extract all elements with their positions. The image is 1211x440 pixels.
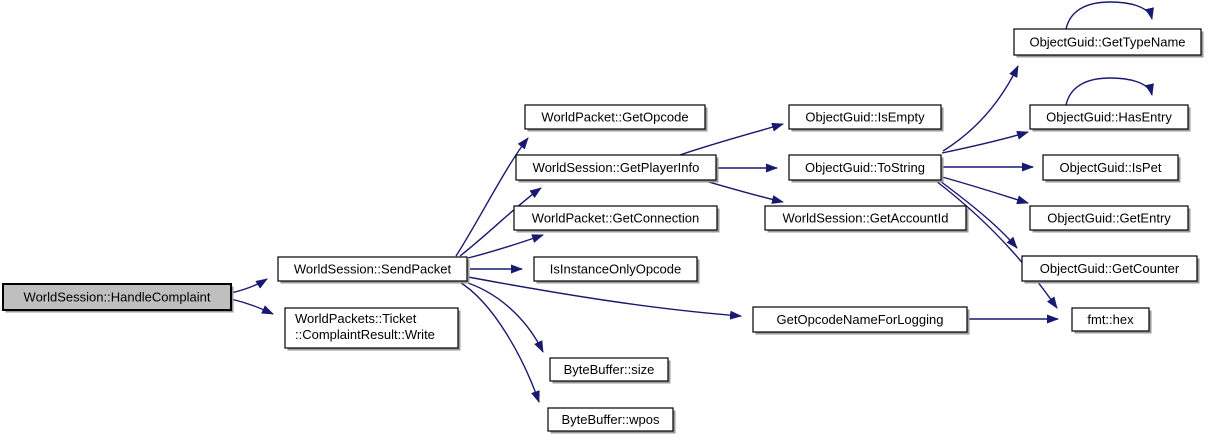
node-label: ByteBuffer::wpos <box>561 412 660 427</box>
node-label: WorldSession::GetPlayerInfo <box>533 160 700 175</box>
edge-getplayerinfo-to-getaccountid <box>701 179 784 204</box>
edge-sendpacket-to-getconnection <box>467 234 544 259</box>
node-label: IsInstanceOnlyOpcode <box>550 262 682 277</box>
edge-sendpacket-to-getopcode <box>455 137 529 257</box>
edge-handlecomplaint-to-complaintresult-write <box>230 298 274 315</box>
edge-sendpacket-to-bytebuffer-wpos <box>457 280 540 403</box>
edges <box>230 1 1154 403</box>
edge-sendpacket-to-getopcodenameforlogging <box>467 276 742 320</box>
node-objectguid-getentry[interactable]: ObjectGuid::GetEntry <box>1029 205 1191 233</box>
edge-sendpacket-to-getplayerinfo <box>459 187 542 257</box>
edge-getplayerinfo-to-isempty <box>679 122 784 156</box>
node-label: ObjectGuid::GetTypeName <box>1029 35 1185 50</box>
node-objectguid-ispet[interactable]: ObjectGuid::IsPet <box>1042 154 1181 183</box>
node-label: WorldPackets::Ticket <box>295 311 417 326</box>
edge-tostring-to-getentry <box>941 176 1029 205</box>
node-bytebuffer-wpos[interactable]: ByteBuffer::wpos <box>547 407 676 434</box>
node-label: ObjectGuid::ToString <box>805 160 925 175</box>
node-label: ObjectGuid::IsEmpty <box>805 110 925 125</box>
node-worldsession-getaccountid[interactable]: WorldSession::GetAccountId <box>764 205 969 233</box>
node-label: ObjectGuid::GetEntry <box>1047 211 1171 226</box>
edge-tostring-to-fmt-hex <box>935 180 1058 309</box>
node-objectguid-isempty[interactable]: ObjectGuid::IsEmpty <box>788 104 944 132</box>
node-objectguid-hasentry[interactable]: ObjectGuid::HasEntry <box>1029 104 1191 132</box>
node-worldsession-getplayerinfo[interactable]: WorldSession::GetPlayerInfo <box>515 154 719 183</box>
node-objectguid-gettypename[interactable]: ObjectGuid::GetTypeName <box>1013 28 1204 58</box>
node-bytebuffer-size[interactable]: ByteBuffer::size <box>549 357 671 384</box>
edge-tostring-to-getcounter <box>939 180 1018 249</box>
edge-tostring-to-hasentry <box>941 130 1029 154</box>
node-objectguid-getcounter[interactable]: ObjectGuid::GetCounter <box>1021 255 1200 284</box>
node-label: WorldPacket::GetOpcode <box>541 110 688 125</box>
node-label: ObjectGuid::GetCounter <box>1040 261 1180 276</box>
edge-handlecomplaint-to-sendpacket <box>230 278 268 294</box>
node-worldsession-handlecomplaint: WorldSession::HandleComplaint <box>2 283 234 313</box>
node-label: WorldSession::HandleComplaint <box>24 290 211 305</box>
edge-sendpacket-to-bytebuffer-size <box>461 280 544 353</box>
node-worldpackets-ticket-complaintresult-write[interactable]: WorldPackets::Ticket ::ComplaintResult::… <box>284 307 461 351</box>
node-fmt-hex[interactable]: fmt::hex <box>1071 307 1152 334</box>
node-worldpacket-getconnection[interactable]: WorldPacket::GetConnection <box>513 205 720 233</box>
node-getopcodenameforlogging[interactable]: GetOpcodeNameForLogging <box>752 306 970 335</box>
node-label: WorldSession::SendPacket <box>294 262 452 277</box>
node-label: ByteBuffer::size <box>564 362 655 377</box>
edge-hasentry-self-loop <box>1065 77 1154 106</box>
node-label: WorldSession::GetAccountId <box>783 211 949 226</box>
node-label: WorldPacket::GetConnection <box>532 211 699 226</box>
node-worldpacket-getopcode[interactable]: WorldPacket::GetOpcode <box>524 104 708 132</box>
node-worldsession-sendpacket[interactable]: WorldSession::SendPacket <box>277 256 470 284</box>
node-label: ::ComplaintResult::Write <box>295 327 435 342</box>
node-objectguid-tostring[interactable]: ObjectGuid::ToString <box>788 154 944 183</box>
edge-gettypename-self-loop <box>1065 1 1154 30</box>
node-label: GetOpcodeNameForLogging <box>777 312 944 327</box>
node-label: ObjectGuid::HasEntry <box>1046 110 1172 125</box>
node-isinstanceonlyopcode[interactable]: IsInstanceOnlyOpcode <box>533 256 700 284</box>
node-label: ObjectGuid::IsPet <box>1060 160 1162 175</box>
nodes: WorldSession::HandleComplaint WorldSessi… <box>2 28 1204 434</box>
edge-tostring-to-gettypename <box>942 65 1019 152</box>
node-label: fmt::hex <box>1087 312 1134 327</box>
